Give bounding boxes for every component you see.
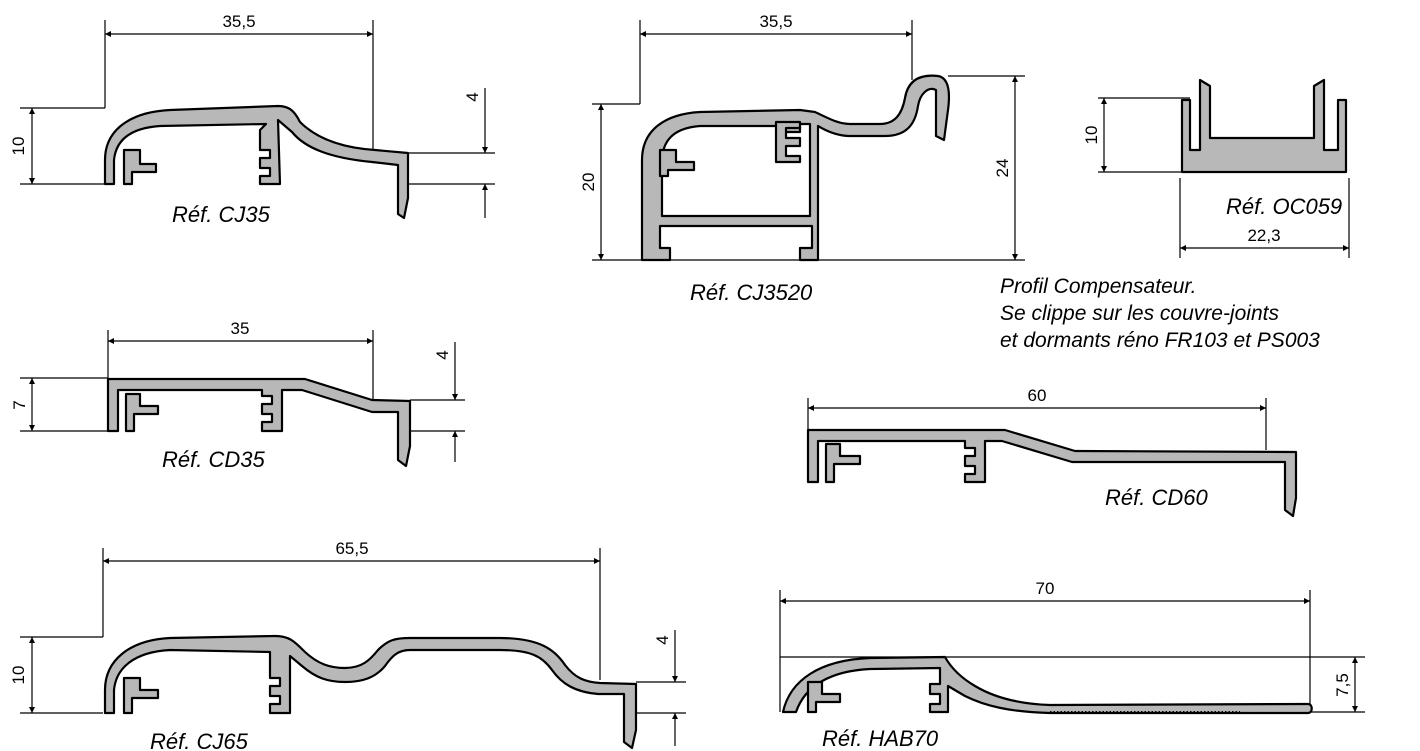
dim-step: 4	[653, 635, 672, 644]
dim-width: 35	[231, 319, 250, 338]
profile-cj65: 65,5 10 4 Réf. CJ65	[9, 539, 686, 751]
dim-height: 7	[10, 400, 29, 409]
ref-label: Réf. CJ65	[150, 729, 249, 751]
profile-section	[806, 428, 1298, 518]
profile-hab70: 70 7,5 Réf. HAB70	[779, 579, 1365, 751]
dim-height: 10	[9, 137, 28, 156]
dim-total-height: 24	[993, 159, 1012, 178]
ref-label: Réf. CJ3520	[690, 280, 813, 305]
ref-label: Réf. HAB70	[822, 726, 939, 751]
dim-width: 35,5	[222, 12, 255, 31]
dim-width: 35,5	[759, 12, 792, 31]
profile-cj3520: 35,5 20 24 Réf. CJ3520	[579, 12, 1025, 305]
profile-section	[106, 377, 412, 468]
profile-cd35: 35 7 4 Réf. CD35	[10, 319, 465, 472]
dim-height: 20	[579, 173, 598, 192]
dim-width: 70	[1036, 579, 1055, 598]
dim-width: 65,5	[335, 539, 368, 558]
dim-height: 10	[1082, 126, 1101, 145]
ref-label: Réf. CD60	[1105, 485, 1208, 510]
compensator-note: Profil Compensateur. Se clippe sur les c…	[1000, 275, 1320, 352]
profile-section	[781, 655, 1313, 715]
dim-width: 60	[1028, 386, 1047, 405]
dim-width: 22,3	[1247, 226, 1280, 245]
note-line-2: Se clippe sur les couvre-joints	[1000, 302, 1279, 325]
dim-step: 4	[433, 350, 452, 359]
ref-label: Réf. OC059	[1226, 194, 1342, 219]
ref-label: Réf. CJ35	[172, 202, 271, 227]
dim-step: 4	[463, 92, 482, 101]
note-line-1: Profil Compensateur.	[1000, 275, 1196, 298]
profile-section	[103, 104, 410, 220]
profile-oc059: 10 22,3 Réf. OC059	[1082, 78, 1350, 258]
profile-section	[103, 634, 638, 750]
profile-cd60: 60 Réf. CD60	[806, 386, 1298, 518]
note-line-3: et dormants réno FR103 et PS003	[1000, 329, 1320, 352]
profile-cj35: 35,5 10 4 Réf. CJ35	[9, 12, 495, 227]
ref-label: Réf. CD35	[162, 447, 265, 472]
profile-section	[1180, 78, 1348, 174]
dim-height: 10	[9, 666, 28, 685]
dim-height: 7,5	[1333, 673, 1352, 697]
